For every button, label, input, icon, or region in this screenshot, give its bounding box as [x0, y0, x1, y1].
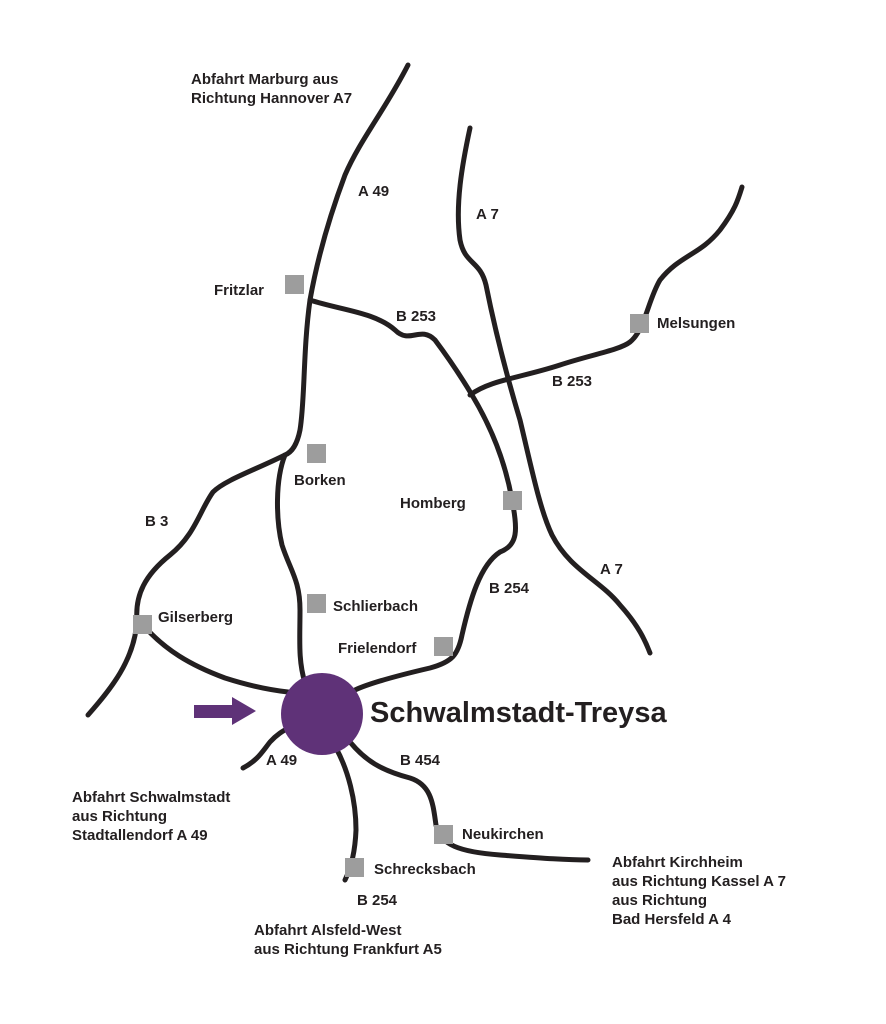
town-marker-borken [307, 444, 326, 463]
road-borken-schlierbach [275, 452, 308, 686]
road-label-b454: B 454 [400, 752, 441, 769]
town-marker-fritzlar [285, 275, 304, 294]
destination-label: Schwalmstadt-Treysa [370, 697, 667, 729]
town-marker-gilserberg [133, 615, 152, 634]
town-label-fritzlar: Fritzlar [214, 282, 265, 299]
town-marker-homberg [503, 491, 522, 510]
exit-label-kirchheim: Abfahrt Kirchheim aus Richtung Kassel A … [612, 854, 786, 928]
exit-label-marburg: Abfahrt Marburg aus Richtung Hannover A7 [191, 71, 353, 107]
town-label-schlierbach: Schlierbach [333, 598, 419, 615]
road-label-b254-north: B 254 [489, 580, 530, 597]
town-label-schrecksbach: Schrecksbach [374, 861, 476, 878]
road-a49-north [282, 62, 411, 458]
town-label-homberg: Homberg [400, 495, 466, 512]
town-label-neukirchen: Neukirchen [462, 826, 544, 843]
town-label-melsungen: Melsungen [657, 315, 736, 332]
road-label-b3: B 3 [145, 513, 169, 530]
town-label-frielendorf: Frielendorf [338, 640, 417, 657]
road-label-a49-north: A 49 [358, 183, 390, 200]
road-label-b254-south: B 254 [357, 892, 398, 909]
town-label-gilserberg: Gilserberg [158, 609, 234, 626]
town-marker-melsungen [630, 314, 649, 333]
town-marker-frielendorf [434, 637, 453, 656]
exit-label-alsfeld: Abfahrt Alsfeld-West aus Richtung Frankf… [254, 922, 442, 958]
road-label-a7-north: A 7 [476, 206, 499, 223]
arrow-icon [194, 697, 256, 725]
road-b253-east [467, 184, 745, 398]
road-label-b253-west: B 253 [396, 308, 437, 325]
destination-marker [281, 673, 363, 755]
road-label-b253-east: B 253 [552, 373, 593, 390]
town-marker-neukirchen [434, 825, 453, 844]
town-marker-schlierbach [307, 594, 326, 613]
road-label-a49-south: A 49 [266, 752, 298, 769]
town-label-borken: Borken [294, 472, 346, 489]
road-a7 [455, 125, 653, 656]
road-b3 [85, 452, 288, 718]
road-label-a7-south: A 7 [600, 561, 623, 578]
road-gilserberg [140, 622, 291, 695]
town-marker-schrecksbach [345, 858, 364, 877]
exit-label-schwalmstadt: Abfahrt Schwalmstadt aus Richtung Stadta… [72, 789, 231, 844]
